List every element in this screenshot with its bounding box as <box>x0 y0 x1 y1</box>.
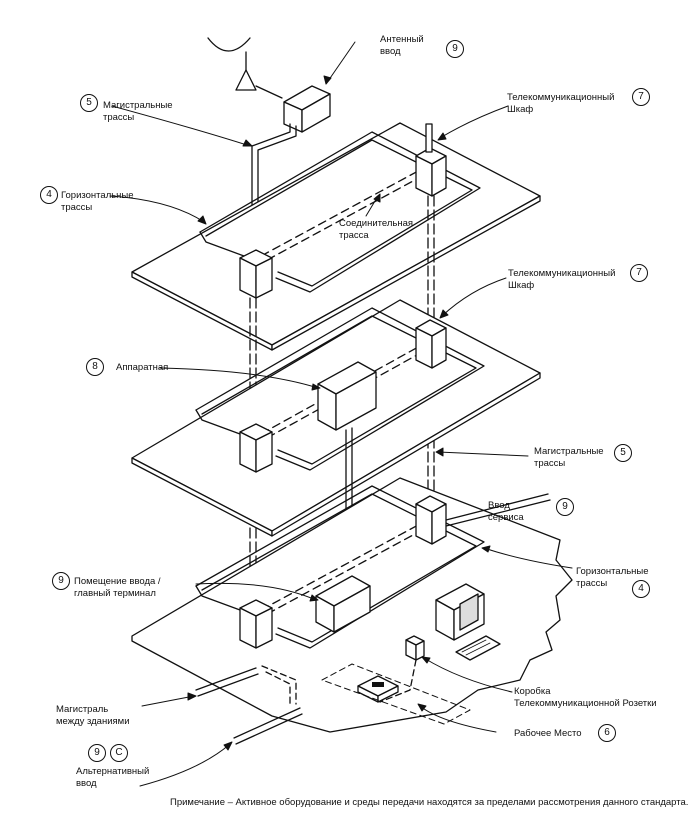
floor-1-slab <box>131 122 541 351</box>
label-entrance-facility: Помещение ввода / главный терминал <box>74 576 161 599</box>
label-horizontal-top: Горизонтальные трассы <box>61 190 134 213</box>
callout-number-work-area: 6 <box>598 724 616 742</box>
label-equipment-room: Аппаратная <box>116 362 169 373</box>
callout-number-equipment-room: 8 <box>86 358 104 376</box>
callout-number-telecom-closet-mid: 7 <box>630 264 648 282</box>
floor-3-closet-left <box>239 599 273 649</box>
telecom-outlet-box <box>405 635 425 661</box>
callout-number-backbone-top: 5 <box>80 94 98 112</box>
antenna-entry-box <box>283 85 331 133</box>
telephone-icon <box>357 675 399 703</box>
callout-letter-alternate-entry: C <box>110 744 128 762</box>
service-entry-pipe <box>445 493 551 527</box>
floor-2-closet-left <box>239 423 273 473</box>
floor-1-closet-right <box>415 123 447 197</box>
antenna-icon <box>207 37 283 99</box>
floor-1-connecting-route <box>249 169 421 263</box>
callout-number-service-entry: 9 <box>556 498 574 516</box>
leader-lines <box>109 41 573 787</box>
label-backbone-top: Магистральные трассы <box>103 100 173 123</box>
callout-number-alternate-entry: 9 <box>88 744 106 762</box>
floor-3-closet-right <box>415 495 447 545</box>
label-telecom-closet-top: Телекоммуникационный Шкаф <box>507 92 615 115</box>
entrance-facility-box <box>315 575 371 633</box>
label-outlet-box: Коробка Телекоммуникационной Розетки <box>514 686 657 709</box>
label-alternate-entry: Альтернативный ввод <box>76 766 150 789</box>
floor-3-horizontal-pathway <box>195 485 485 649</box>
label-backbone-mid: Магистральные трассы <box>534 446 604 469</box>
callout-number-backbone-mid: 5 <box>614 444 632 462</box>
floor-1-closet-left <box>239 249 273 299</box>
alternate-entry-pipe <box>233 707 303 745</box>
label-connecting-route: Соединительная трасса <box>339 218 414 241</box>
floor-2-closet-right <box>415 319 447 369</box>
callout-number-horizontal-top: 4 <box>40 186 58 204</box>
label-telecom-closet-mid: Телекоммуникационный Шкаф <box>508 268 616 291</box>
label-campus-backbone: Магистраль между зданиями <box>56 704 130 727</box>
floor-1-horizontal-pathway <box>199 131 481 293</box>
campus-backbone-pipe <box>195 667 259 697</box>
callout-number-telecom-closet-top: 7 <box>632 88 650 106</box>
label-antenna-entry: Антенный ввод <box>380 34 424 57</box>
equipment-room-box <box>317 361 377 431</box>
label-service-entry: Ввод сервиса <box>488 500 524 523</box>
workstation-computer-icon <box>435 583 501 661</box>
label-work-area: Рабочее Место <box>514 728 582 739</box>
label-horizontal-bottom: Горизонтальные трассы <box>576 566 649 589</box>
floor-2-horizontal-pathway <box>195 307 485 471</box>
footnote: Примечание – Активное оборудование и сре… <box>170 797 689 808</box>
callout-number-antenna-entry: 9 <box>446 40 464 58</box>
callout-number-entrance-facility: 9 <box>52 572 70 590</box>
callout-number-horizontal-bottom: 4 <box>632 580 650 598</box>
